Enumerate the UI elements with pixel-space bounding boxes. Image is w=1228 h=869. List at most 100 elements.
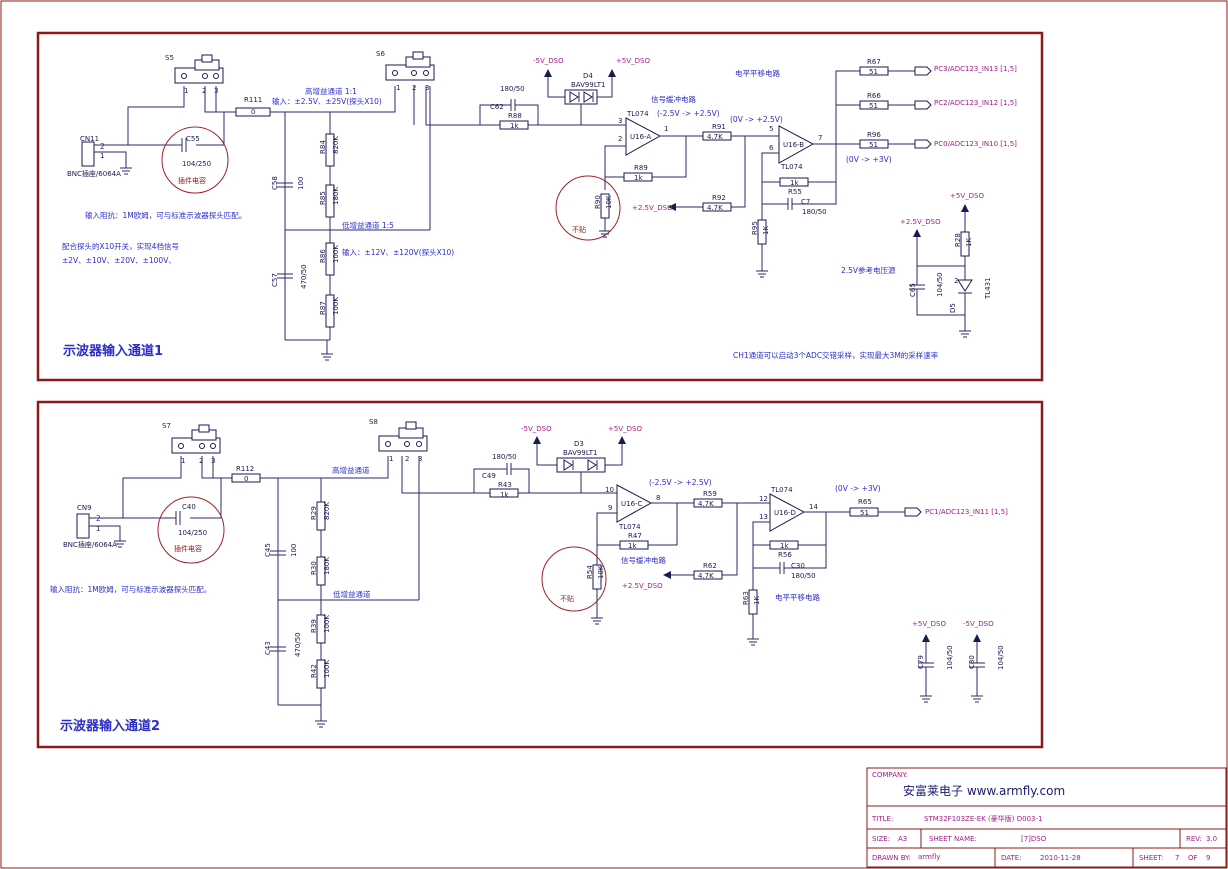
c30-val: 180/50 [791,572,816,580]
u16b-name: TL074 [780,163,803,171]
ch1-clamp: -5V_DSO +5V_DSO D4 BAV99LT1 180/50 C62 R… [479,57,650,130]
c79-val: 104/50 [946,645,954,670]
ch1-reference: +5V_DSO +2.5V_DSO R28 1K 2 C65 104/50 D5… [841,192,992,325]
pc2-net-label: PC2/ADC123_IN12 [1,5] [934,99,1017,107]
r43-val: 1k [500,491,509,499]
c57-ref: C57 [271,273,279,287]
r87-val: 100K [332,297,340,315]
cn9-pin1: 1 [96,525,100,533]
c55-note: 插件电容 [178,176,206,185]
opamp-u16b: U16-B TL074 5 6 7 R55 1k C7 180/50 R95 1… [751,125,860,265]
c57-val: 470/50 [300,264,308,289]
switch-s7: S7 1 2 3 [162,422,221,465]
s7-pin1: 1 [181,457,185,465]
ch1-range3-label: (0V -> +3V) [846,155,892,164]
c45-ref: C45 [264,543,272,557]
capacitor-c58: C58 100 [271,176,305,190]
s6-pin3: 3 [425,84,429,92]
ref-p25v-label: +2.5V_DSO [900,218,941,226]
r59-ref: R59 [703,490,717,498]
u16b-unit: U16-B [783,141,804,149]
cn9-ref: CN9 [77,504,92,512]
d5-ref: D5 [949,303,957,313]
r63-val: 1K [753,596,761,605]
ch1-input-wiring [106,86,500,348]
ch1-probe-note1: 配合探头的X10开关，实现4档信号 [62,241,179,251]
r89-ref: R89 [634,164,648,172]
title-block: COMPANY: 安富莱电子 www.armfly.com TITLE: STM… [866,767,1227,868]
ch2-shift-label: 电平平移电路 [775,592,820,602]
c40-highlight [157,496,225,564]
r95-val: 1K [762,226,770,235]
r39-ref: R39 [310,619,318,633]
s7-pin2: 2 [199,457,203,465]
r56-val: 1k [780,542,789,550]
r90-ref: R90 [594,195,602,209]
r55-val: 1k [790,179,799,187]
c80-ref: C80 [968,655,976,669]
r42-ref: R42 [310,664,318,678]
c45-val: 100 [290,544,298,557]
r54-highlight [541,546,607,612]
u16a-pin2: 2 [618,135,622,143]
tb-sheetname: [7]DSO [1021,835,1047,843]
ch2-decoupling: +5V_DSO -5V_DSO C79 104/50 C80 104/50 [912,620,1005,690]
u16a-unit: U16-A [630,133,651,141]
r28-ref: R28 [954,233,962,247]
r95-ref: R95 [751,221,759,235]
r65-ref: R65 [858,498,872,506]
pc0-net-label: PC0/ADC123_IN10 [1,5] [934,140,1017,148]
r90-val: 10K [605,195,613,209]
c65-ref: C65 [909,283,917,297]
opamp-u16d: U16-D TL074 12 13 14 R56 1k C30 180/50 R… [742,486,850,633]
tb-date-label: DATE: [1001,854,1022,862]
r112-val: 0 [244,475,248,483]
r85-ref: R85 [319,191,327,205]
c7-ref: C7 [801,198,810,206]
ch1-range1-label: (-2.5V -> +2.5V) [657,109,720,118]
s5-ref: S5 [165,54,174,62]
ch1-buffer-label: 信号缓冲电路 [651,94,696,104]
ref-p5v-label: +5V_DSO [950,192,984,200]
r39-val: 100K [323,615,331,633]
c40-val: 104/250 [178,529,207,537]
ch2-output: R65 51 PC1/ADC123_IN11 [1,5] [849,498,1008,517]
cn11-pin1: 1 [100,152,104,160]
opamp-u16a: U16-A TL074 3 2 1 R89 1k R90 10K [594,110,703,225]
resistor-r91: R91 4.7K [702,123,775,141]
channel2-frame [36,400,1044,749]
u16b-pin5: 5 [769,125,773,133]
switch-s8: S8 1 2 3 [369,418,428,463]
u16d-pin13: 13 [759,513,768,521]
r63-ref: R63 [742,591,750,605]
resistor-r62: +2.5V_DSO R62 4.7K [622,503,738,590]
r84-val: 820K [332,136,340,154]
tb-size-label: SIZE: [872,835,890,843]
d3-val: BAV99LT1 [563,449,598,457]
resistor-r87: R87 100K [319,294,340,328]
r111-ref: R111 [244,96,262,104]
tb-drawn-label: DRAWN BY: [872,854,911,862]
c30-ref: C30 [791,562,805,570]
c55-highlight [161,126,229,194]
r62-val: 4.7K [698,572,714,580]
ch2-m5v-label: -5V_DSO [521,425,552,433]
resistor-r39: R39 100K [310,614,331,644]
ch1-p5v-label: +5V_DSO [616,57,650,65]
resistor-r59: R59 4.7K [693,490,766,508]
tb-date: 2010-11-28 [1040,854,1081,862]
d4-val: BAV99LT1 [571,81,606,89]
d3-ref: D3 [574,440,584,448]
r30-ref: R30 [310,561,318,575]
ch2-range3-label: (0V -> +3V) [835,484,881,493]
c49-val: 180/50 [492,453,517,461]
u16b-pin6: 6 [769,144,774,152]
resistor-r84: R84 820K [319,133,340,167]
ch2-p25v-label: +2.5V_DSO [622,582,663,590]
channel1-frame [36,31,1044,382]
r67-val: 51 [869,68,878,76]
r112-ref: R112 [236,465,254,473]
resistor-r111: R111 0 [235,96,271,117]
